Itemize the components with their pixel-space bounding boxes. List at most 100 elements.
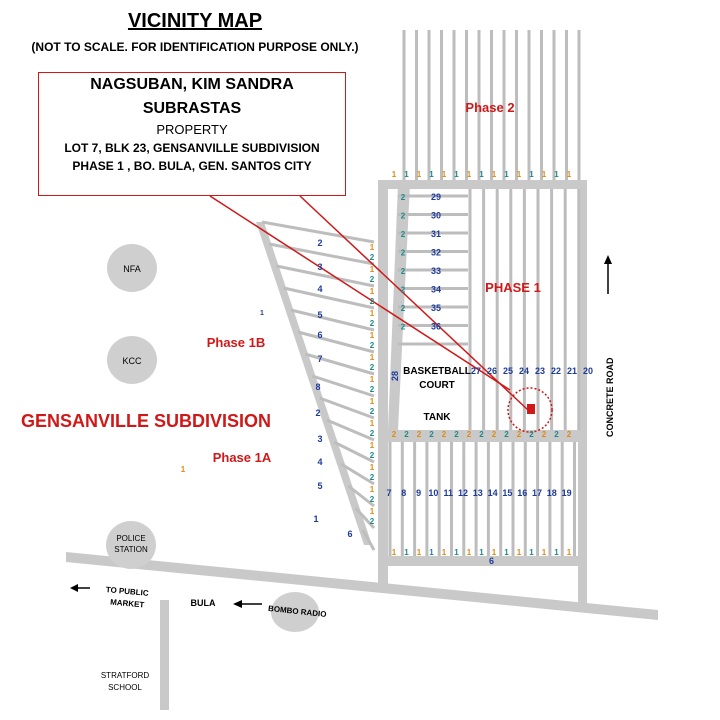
frontage-mark-2: 2 [504,430,509,439]
phase1a-label: Phase 1A [213,450,272,465]
lot-11: 11 [443,488,453,498]
lot-35: 35 [431,303,441,313]
frontage-mark-1: 1 [370,397,375,406]
frontage-mark-2: 2 [370,429,375,438]
subdivision-label: GENSANVILLE SUBDIVISION [21,411,271,431]
basketball-label-2: COURT [419,380,455,391]
phase1b-lot-line [283,286,375,310]
lot-23: 23 [535,366,545,376]
phase1b-lot-4: 4 [317,284,322,294]
frontage-mark-2: 2 [370,473,375,482]
frontage-mark-1: 2 [567,430,572,439]
lot-lines [261,30,581,556]
phase1b-lot-2: 2 [315,408,320,418]
frontage-mark-2: 2 [401,212,406,221]
phase1b-lot-line [304,352,375,376]
frontage-mark-2: 1 [429,548,434,557]
frontage-mark-1: 1 [567,170,572,179]
frontage-mark-1: 2 [417,430,422,439]
landmark-kcc [107,336,157,384]
frontage-mark-2: 1 [404,548,409,557]
landmark-nfa-label: NFA [123,264,141,274]
frontage-mark-2: 2 [370,517,375,526]
frontage-mark-1: 2 [442,430,447,439]
road-phase1b-west [256,222,372,545]
phase1b-lot-line [276,264,375,288]
lot-16: 16 [517,488,527,498]
lot-6-south: 6 [489,556,494,566]
phase1b-lot-line [333,440,375,464]
frontage-mark-1: 1 [370,309,375,318]
frontage-mark-1: 1 [370,265,375,274]
road-stratford [160,600,169,710]
phase1b-lot-4: 4 [317,457,322,467]
tank-label: TANK [423,412,451,423]
arrow-bula-head [233,600,242,608]
frontage-mark-1: 1 [567,548,572,557]
lot-9: 9 [416,488,421,498]
road-west-spine [378,180,388,592]
map-subtitle: (NOT TO SCALE. FOR IDENTIFICATION PURPOS… [31,40,359,54]
frontage-mark-2: 2 [370,495,375,504]
frontage-mark-2: 2 [370,363,375,372]
lot-26: 26 [487,366,497,376]
frontage-mark-2: 2 [404,430,409,439]
frontage-mark-2: 1 [454,548,459,557]
phase1b-lot-line [340,462,375,486]
frontage-mark-2: 1 [554,170,559,179]
frontage-mark-2: 2 [401,323,406,332]
phase1b-lot-8: 8 [315,382,320,392]
lot-10: 10 [428,488,438,498]
road-phase1-south [378,430,582,442]
frontage-mark-1: 1 [370,441,375,450]
frontage-mark-1: 1 [417,548,422,557]
frontage-mark-2: 1 [404,170,409,179]
phase1b-lot-line [354,506,376,530]
phase1b-lot-line [361,529,376,551]
phase1b-label: Phase 1B [207,335,266,350]
frontage-mark-1: 1 [442,170,447,179]
frontage-mark-2: 1 [504,548,509,557]
frontage-mark-2: 2 [401,230,406,239]
frontage-mark-1: 2 [392,430,397,439]
lot-8: 8 [401,488,406,498]
police-label-2: STATION [114,545,148,554]
owner-name-line-2: SUBRASTAS [142,100,242,117]
direction-arrows [70,255,612,608]
phase1b-lot-line [297,330,375,354]
frontage-mark-2: 1 [554,548,559,557]
frontage-mark-1: 1 [370,463,375,472]
frontage-mark-1: 1 [467,170,472,179]
phase1b-lot-line [347,484,375,508]
landmark-police-station [106,521,156,569]
frontage-mark-1: 1 [370,507,375,516]
frontage-mark-1: 1 [542,170,547,179]
bula-label: BULA [191,598,216,608]
frontage-mark-1: 1 [370,331,375,340]
lot-18: 18 [547,488,557,498]
phase1b-lot-5: 5 [317,481,322,491]
frontage-mark-1: 1 [370,287,375,296]
stratford-label-1: STRATFORD [101,671,150,680]
frontage-mark-2: 2 [529,430,534,439]
lot-7: 7 [386,488,391,498]
road-east-spine [578,180,587,608]
lot-29: 29 [431,192,441,202]
property-marker [527,404,535,414]
pointer-line-1 [209,195,511,391]
concrete-road-label: CONCRETE ROAD [605,357,615,437]
frontage-mark-2: 2 [370,297,375,306]
lot-30: 30 [431,211,441,221]
frontage-mark-2: 1 [429,170,434,179]
callout-pointers [209,195,529,411]
frontage-mark-1: 1 [492,170,497,179]
phase1b-lot-3: 3 [317,434,322,444]
lot-13: 13 [473,488,483,498]
road-lower-block-south [378,556,582,566]
lot-34: 34 [431,285,441,295]
frontage-mark-2: 2 [401,249,406,258]
frontage-mark-1: 1 [181,465,186,474]
lot-24: 24 [519,366,529,376]
frontage-mark-1: 1 [370,375,375,384]
